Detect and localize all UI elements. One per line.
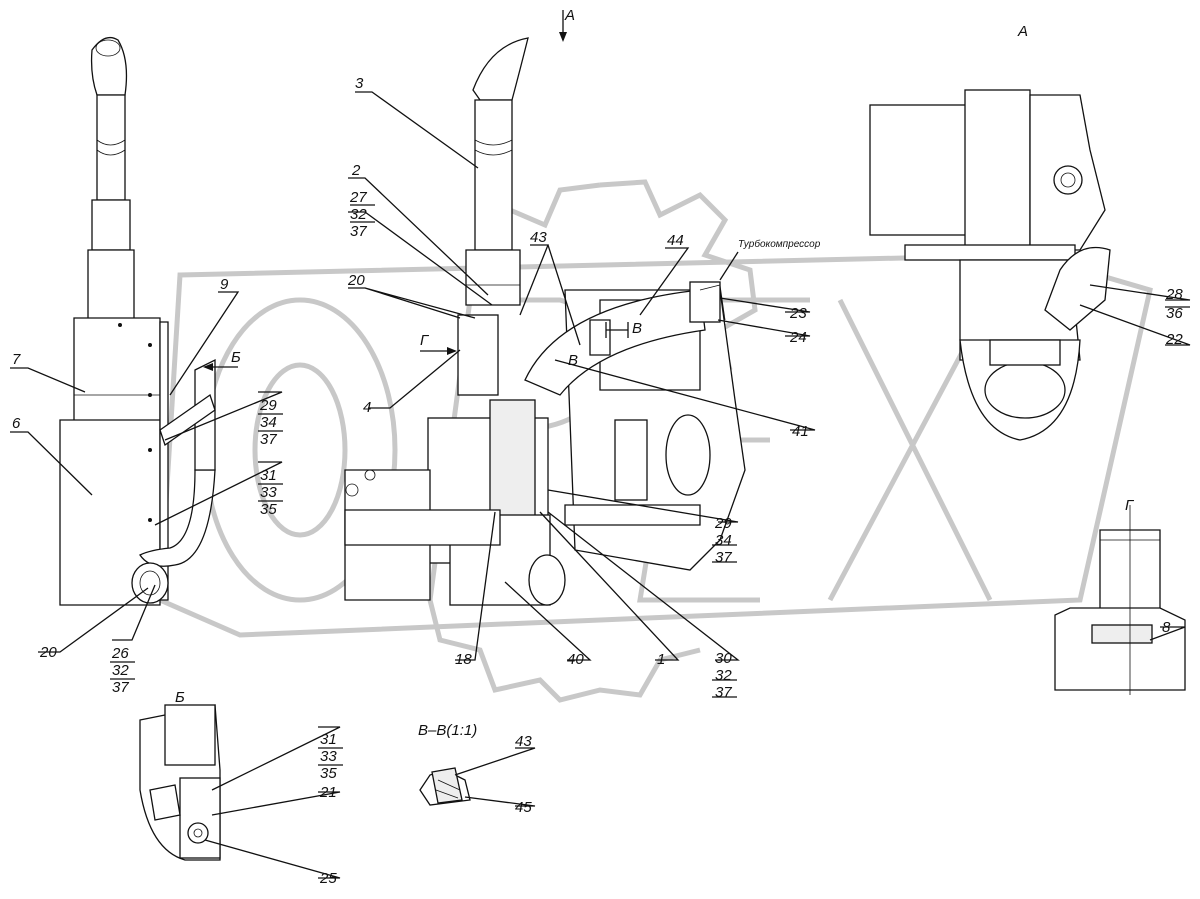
callout-29-left-37: 37 (260, 431, 277, 448)
view-g-assembly (1054, 505, 1186, 695)
callout-29-left-34: 34 (260, 414, 277, 431)
callout-45: 45 (515, 799, 532, 816)
callout-27: 27 (349, 189, 367, 206)
callout-26-37: 37 (112, 679, 129, 696)
callout-27-32: 32 (350, 206, 367, 223)
callout-29-left: 29 (259, 397, 277, 414)
callout-1: 1 (657, 651, 665, 668)
callout-23: 23 (789, 305, 807, 322)
labels: А А Б Г Г Б В–В(1:1) В В 3 2 27 32 37 43… (12, 7, 1183, 887)
callout-29-right: 29 (714, 515, 732, 532)
callout-43-section: 43 (515, 733, 532, 750)
center-stack-assembly (344, 37, 746, 606)
view-b-assembly (139, 704, 221, 861)
callout-40: 40 (567, 651, 584, 668)
view-b-title: Б (175, 689, 185, 706)
view-a-title: А (1017, 23, 1028, 40)
callout-18: 18 (455, 651, 472, 668)
callout-9: 9 (220, 276, 229, 293)
callout-31-left-35: 35 (260, 501, 277, 518)
callout-4: 4 (363, 399, 371, 416)
section-v-right-label: В (632, 320, 642, 337)
callout-43: 43 (530, 229, 547, 246)
callout-26-32: 32 (112, 662, 129, 679)
callout-31-bottom-35: 35 (320, 765, 337, 782)
callout-41: 41 (792, 423, 809, 440)
callout-8: 8 (1162, 619, 1171, 636)
callout-underlines (110, 204, 1190, 766)
view-vv-assembly (419, 767, 471, 806)
callout-27-37: 37 (350, 223, 367, 240)
left-stack-assembly (59, 36, 216, 606)
callout-21: 21 (319, 784, 337, 801)
callout-20-top: 20 (347, 272, 365, 289)
callout-3: 3 (355, 75, 364, 92)
callout-29-right-37: 37 (715, 549, 732, 566)
callout-30-32: 32 (715, 667, 732, 684)
callout-30-37: 37 (715, 684, 732, 701)
callout-28: 28 (1165, 286, 1183, 303)
view-b-arrow-label: Б (231, 349, 241, 366)
callout-25: 25 (319, 870, 337, 887)
callout-7: 7 (12, 351, 21, 368)
view-g-arrow-label: Г (420, 332, 430, 349)
callout-24: 24 (789, 329, 807, 346)
callout-44: 44 (667, 232, 684, 249)
callout-30: 30 (715, 650, 732, 667)
callout-28-36: 36 (1166, 305, 1183, 322)
callout-26: 26 (111, 645, 129, 662)
view-a-arrow-label: А (564, 7, 575, 24)
callout-20-bottom: 20 (39, 644, 57, 661)
view-arrows (203, 10, 629, 371)
callout-31-left: 31 (260, 467, 277, 484)
view-a-assembly (869, 89, 1111, 441)
callout-31-bottom-33: 33 (320, 748, 337, 765)
view-vv-title: В–В(1:1) (418, 722, 477, 739)
view-g-title: Г (1125, 497, 1135, 514)
callout-22: 22 (1165, 331, 1183, 348)
callout-29-right-34: 34 (715, 532, 732, 549)
callout-31-bottom: 31 (320, 731, 337, 748)
section-v-left-label: В (568, 352, 578, 369)
callout-6: 6 (12, 415, 21, 432)
callout-31-left-33: 33 (260, 484, 277, 501)
callout-2: 2 (351, 162, 361, 179)
turbocharger-label: Турбокомпрессор (738, 238, 821, 250)
leader-lines (10, 91, 1191, 879)
